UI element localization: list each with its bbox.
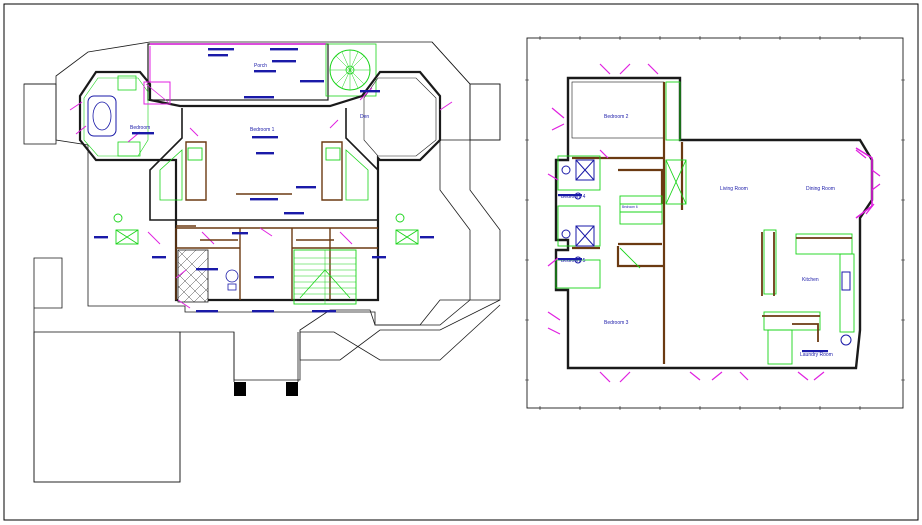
den-octagon: [363, 77, 437, 157]
bay-window-frame: [855, 147, 873, 219]
bedroom-sink-icon: [143, 81, 171, 105]
left-lower-lot: [33, 257, 501, 483]
porch-frame: [147, 43, 329, 101]
bedroom-1-wardrobe: [185, 141, 343, 201]
left-east-ell: [469, 83, 501, 141]
right-plan-frame: [526, 37, 904, 409]
room-label-porch: Porch: [254, 63, 267, 69]
room-label-bedroom-2: Bedroom 2: [604, 114, 629, 120]
left-floor-plan: Porch Bedroom Bedroom 1 Den: [23, 41, 501, 483]
left-annotations: [94, 48, 434, 313]
room-label-living-room: Living Room: [720, 186, 748, 192]
room-label-bedroom-6: Bedroom 6: [622, 205, 638, 209]
right-floor-plan: Bedroom 2 Bedroom 3 Bedroom 4 Bedroom 5 …: [525, 36, 905, 410]
bedroom-fixture-1: [117, 75, 137, 91]
left-lower-lot-inner: [33, 331, 181, 483]
sheet-border: [3, 3, 919, 521]
bedroom-1-fixture-line: [159, 149, 369, 201]
right-counters: [761, 232, 852, 342]
room-label-bedroom-3: Bedroom 3: [604, 320, 629, 326]
fixture-icon: [561, 159, 852, 346]
room-label-kitchen: Kitchen: [802, 277, 819, 283]
room-label-bedroom-5: Bedroom 5: [561, 258, 586, 264]
room-label-bedroom-4: Bedroom 4: [561, 194, 586, 200]
bathtub-icon: [87, 95, 117, 137]
right-house-inner: [571, 81, 665, 139]
bedroom-octagon: [83, 77, 149, 157]
right-frame-ticks: [525, 36, 905, 410]
spiral-stair-icon: [325, 43, 377, 97]
room-label-bedroom-1: Bedroom 1: [250, 127, 275, 133]
room-label-laundry-room: Laundry Room: [800, 352, 833, 358]
room-label-bedroom: Bedroom: [130, 125, 150, 131]
bedroom-1-walls: [149, 108, 379, 221]
left-post-2: [286, 382, 298, 396]
left-west-ell: [23, 83, 57, 145]
right-annotations: [558, 194, 828, 353]
left-post-1: [234, 382, 246, 396]
left-door-marks: [69, 87, 453, 309]
left-brown-fixtures: [176, 193, 334, 241]
right-door-marks: [547, 63, 881, 383]
hatched-closet: [177, 249, 209, 303]
right-partitions: [572, 82, 684, 364]
left-outer-shell: [55, 41, 471, 326]
house-wall-outline: [78, 70, 442, 302]
room-label-dining-room: Dining Room: [806, 186, 835, 192]
stair-icon: [293, 249, 357, 305]
room-label-den: Den: [360, 114, 369, 120]
right-fixture-icons: [555, 81, 855, 365]
right-house-walls: [554, 76, 874, 370]
bedroom-fixture-2: [117, 141, 141, 157]
toilet-icon: [225, 269, 239, 291]
left-fixture-icons: [113, 147, 419, 245]
